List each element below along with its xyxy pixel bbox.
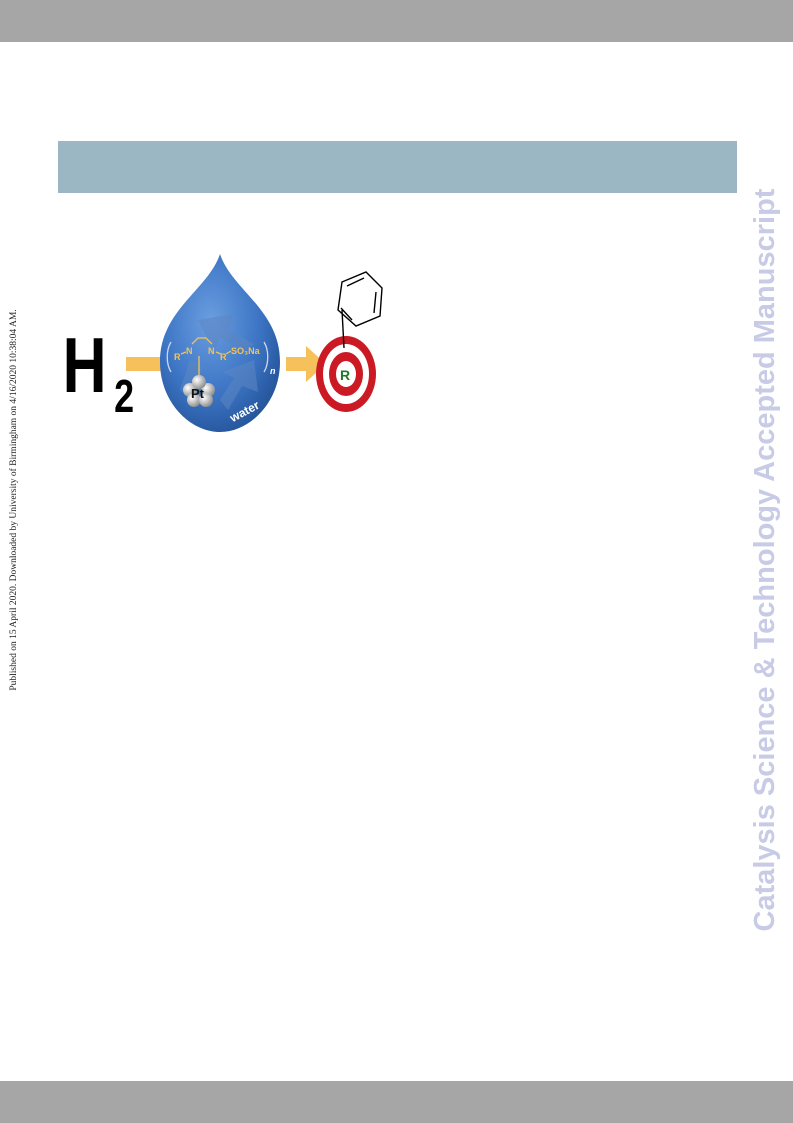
output-arrow xyxy=(286,346,326,382)
bottom-bar xyxy=(0,1081,793,1123)
ligand-r2: R xyxy=(220,352,227,362)
ligand-n1: N xyxy=(186,346,193,356)
target-label: R xyxy=(340,367,350,383)
nhc-ligand: R N N R SO₃Na n xyxy=(174,346,276,376)
ligand-bonds xyxy=(166,337,269,376)
benzene-ring xyxy=(337,271,383,349)
ligand-so3na: SO₃Na xyxy=(231,346,261,356)
h2-subscript: 2 xyxy=(114,371,134,422)
top-bar xyxy=(0,0,793,42)
title-band xyxy=(58,141,737,193)
target-icon: R xyxy=(316,336,376,412)
accepted-manuscript-watermark: Catalysis Science & Technology Accepted … xyxy=(749,188,781,932)
toc-graphic: H 2 R N N R SO₃Na n Pt water xyxy=(63,254,383,432)
h2-letter: H xyxy=(63,322,107,409)
h2-label: H 2 xyxy=(63,322,134,422)
water-drop xyxy=(160,254,280,432)
metal-label: Pt xyxy=(191,386,205,401)
publication-note: Published on 15 April 2020. Downloaded b… xyxy=(9,309,19,691)
subscript-n: n xyxy=(270,366,276,376)
ligand-r1: R xyxy=(174,352,181,362)
input-arrow xyxy=(126,357,162,371)
pt-cluster: Pt xyxy=(183,375,215,407)
ligand-n2: N xyxy=(208,346,215,356)
